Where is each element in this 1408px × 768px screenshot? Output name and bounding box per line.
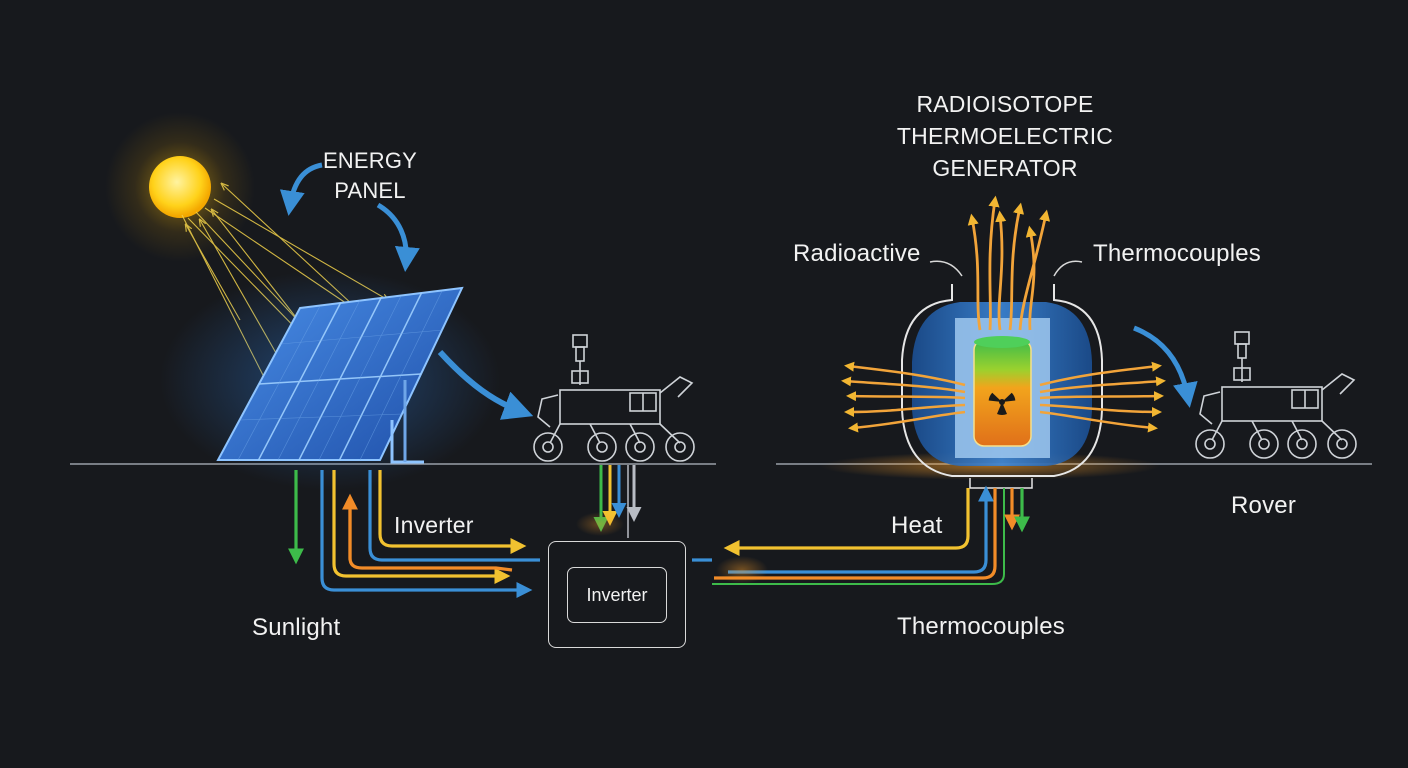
radiation-symbol-icon: [988, 392, 1016, 415]
solar-panel-icon: [160, 270, 500, 490]
inverter-label: Inverter: [394, 512, 474, 538]
rtg-title: RADIOISOTOPE THERMOELECTRIC GENERATOR: [896, 91, 1114, 181]
rover-label: Rover: [1231, 492, 1297, 519]
energy-panel-label: ENERGY PANEL: [322, 148, 418, 203]
inverter-box: Inverter: [548, 541, 686, 648]
rover-icon-right: [1195, 331, 1357, 459]
inverter-box-label: Inverter: [567, 567, 667, 623]
rover-icon: [533, 334, 695, 462]
panel-to-rover-arrow: [437, 349, 534, 420]
rtg-to-rover-arrow: [1133, 325, 1198, 408]
energy-arrow-up: [279, 162, 323, 216]
thermocouples-label-bottom: Thermocouples: [897, 613, 1066, 640]
heat-label: Heat: [891, 512, 943, 539]
sun-icon: [105, 112, 255, 262]
heat-arrows-left: [841, 361, 966, 433]
thermocouples-label-top: Thermocouples: [1093, 240, 1262, 267]
right-energy-paths: [692, 485, 1030, 585]
radioactive-label: Radioactive: [793, 240, 921, 267]
heat-arrows-up: [967, 195, 1051, 331]
energy-arrow-down: [376, 202, 420, 272]
heat-arrows-right: [1039, 361, 1166, 433]
left-energy-paths: [288, 470, 540, 598]
rtg-icon: [901, 284, 1103, 489]
sunlight-label: Sunlight: [252, 614, 341, 641]
